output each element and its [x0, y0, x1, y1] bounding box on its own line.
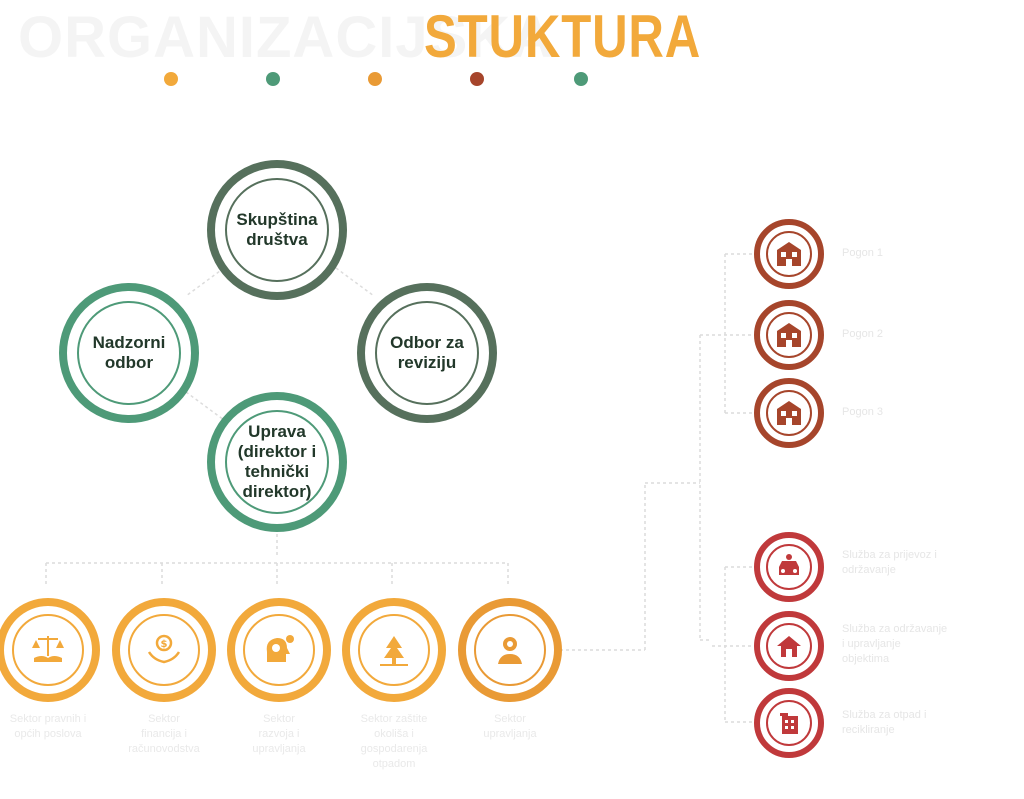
strategy-icon [266, 635, 294, 662]
tree-icon [380, 636, 408, 666]
legal-icon [32, 636, 64, 662]
department-legal [0, 598, 100, 702]
building-icon [777, 323, 801, 347]
vehicle-icon [779, 554, 799, 575]
audit-committee-node: Odbor za reviziju [357, 283, 497, 423]
unit-label: Pogon 1 [842, 247, 883, 259]
department-strategy [227, 598, 331, 702]
supervisory-board-node: Nadzorni odbor [59, 283, 199, 423]
title-main-text: STUKTURA [424, 3, 702, 70]
department-label: Sektor upravljanja [483, 713, 537, 740]
unit-top-2 [754, 300, 824, 370]
assembly-label: Skupština društva [236, 210, 318, 249]
bin-icon [780, 713, 798, 734]
department-finance: $ [112, 598, 216, 702]
unit-bottom-2 [754, 611, 824, 681]
unit-label: Pogon 3 [842, 406, 883, 418]
unit-top-3 [754, 378, 824, 448]
title-dot [470, 72, 484, 86]
title-dot [266, 72, 280, 86]
unit-bottom-1 [754, 532, 824, 602]
audit-committee-label: Odbor za reviziju [390, 333, 464, 372]
house-icon [777, 636, 801, 657]
assembly-node: Skupština društva [207, 160, 347, 300]
building-icon [777, 401, 801, 425]
unit-bottom-3 [754, 688, 824, 758]
title-dot [164, 72, 178, 86]
supervisory-board-label: Nadzorni odbor [92, 333, 166, 372]
management-node: Uprava (direktor i tehnički direktor) [207, 392, 347, 532]
finance-icon: $ [147, 634, 181, 664]
title-dot [574, 72, 588, 86]
department-label: Sektor financija i računovodstva [128, 713, 200, 755]
department-label: Sektor pravnih i općih poslova [9, 713, 87, 740]
department-environment [342, 598, 446, 702]
title-dot [368, 72, 382, 86]
unit-label: Služba za prijevoz i održavanje [842, 549, 937, 576]
operations-icon [498, 637, 522, 664]
building-icon [777, 242, 801, 266]
department-label: Sektor zaštite okoliša i gospodarenja ot… [360, 713, 428, 770]
unit-label: Pogon 2 [842, 328, 883, 340]
unit-label: Služba za otpad i recikliranje [842, 709, 927, 736]
svg-text:$: $ [161, 639, 168, 650]
page-title: ORGANIZACIJSKA STUKTURA [0, 0, 1024, 70]
management-label: Uprava (direktor i tehnički direktor) [237, 422, 317, 501]
unit-label: Služba za održavanje i upravljanje objek… [842, 623, 948, 665]
department-label: Sektor razvoja i upravljanja [252, 713, 306, 755]
title-ghost-text: ORGANIZACIJSKA [18, 5, 555, 70]
unit-top-1 [754, 219, 824, 289]
department-operations [458, 598, 562, 702]
